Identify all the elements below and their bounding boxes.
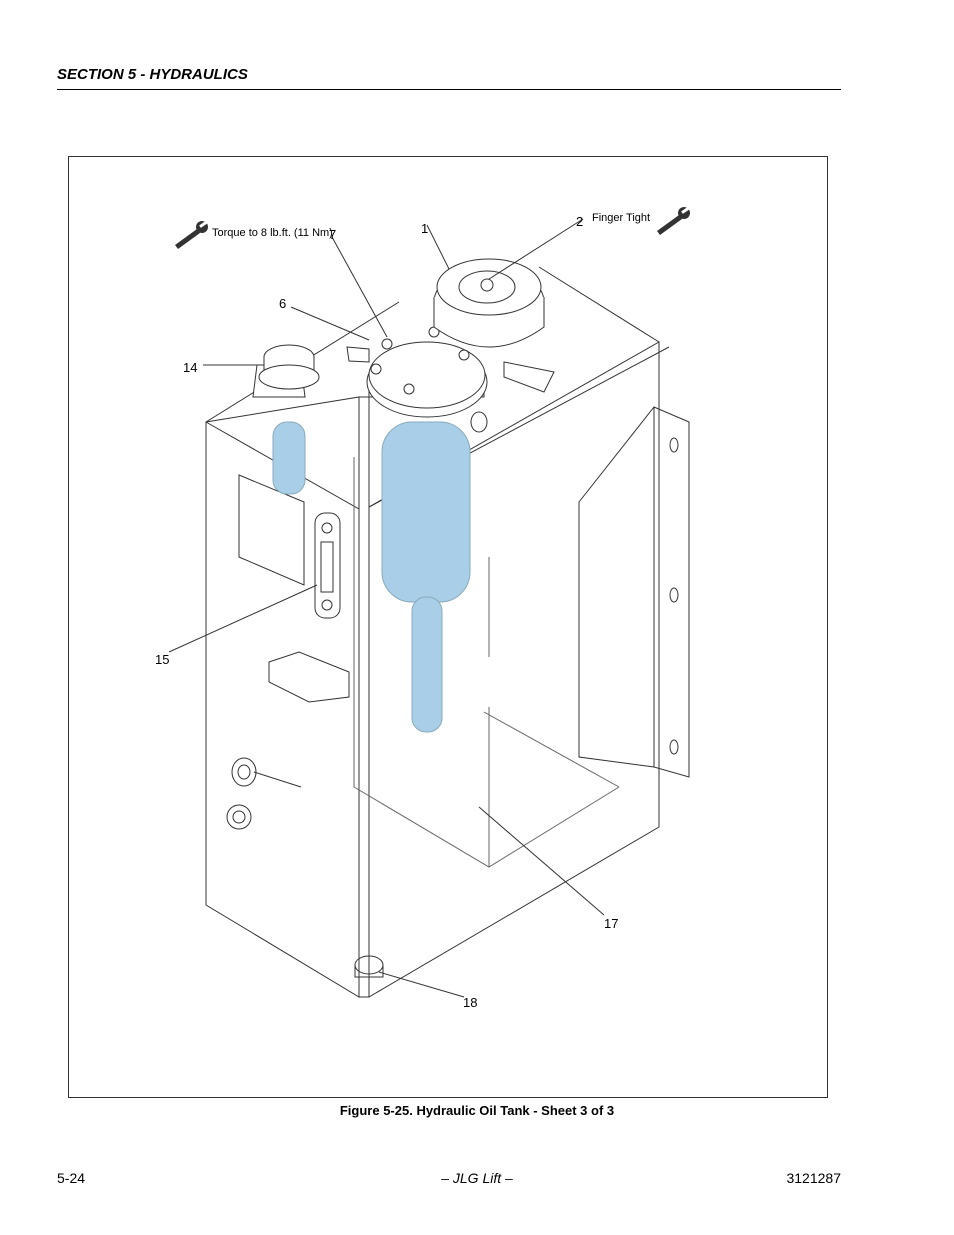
- finger-tight-note: Finger Tight: [592, 212, 650, 224]
- tank-right-face: [368, 341, 660, 998]
- hydraulic-tank-illustration: Torque to 8 lb.ft. (11 Nm) Finger Tight …: [155, 206, 690, 1010]
- page-number: 5-24: [57, 1170, 86, 1186]
- tank-top-back-right: [538, 266, 660, 343]
- torque-wrench-icon: [175, 220, 208, 249]
- callout-15: 15: [155, 652, 169, 667]
- callout-2: 2: [576, 214, 583, 229]
- document-number: 3121287: [786, 1170, 841, 1186]
- finger-tight-wrench-icon: [657, 206, 690, 235]
- return-filter: [346, 326, 488, 733]
- figure-caption: Figure 5-25. Hydraulic Oil Tank - Sheet …: [339, 1103, 615, 1118]
- callout-14: 14: [183, 360, 197, 375]
- section-title: SECTION 5 - HYDRAULICS: [57, 66, 248, 83]
- mounting-bracket: [578, 406, 690, 778]
- callout-6: 6: [279, 296, 286, 311]
- filler-breather: [252, 344, 320, 398]
- breather-strainer: [272, 421, 306, 495]
- callout-7: 7: [329, 227, 336, 242]
- tank-corner-edge: [359, 396, 370, 998]
- figure-frame: Torque to 8 lb.ft. (11 Nm) Finger Tight …: [68, 156, 828, 1098]
- sight-gauge: [314, 512, 341, 619]
- callout-17: 17: [604, 916, 618, 931]
- publisher: – JLG Lift –: [441, 1170, 513, 1186]
- header-divider: [57, 89, 841, 90]
- leader-lines: [168, 218, 605, 998]
- breather-cap: [433, 258, 555, 393]
- port-fitting: [231, 757, 257, 787]
- callout-18: 18: [463, 995, 477, 1010]
- inner-baffle: [353, 457, 620, 868]
- torque-note: Torque to 8 lb.ft. (11 Nm): [212, 227, 333, 239]
- callout-1: 1: [421, 221, 428, 236]
- mounting-plate: [268, 651, 350, 703]
